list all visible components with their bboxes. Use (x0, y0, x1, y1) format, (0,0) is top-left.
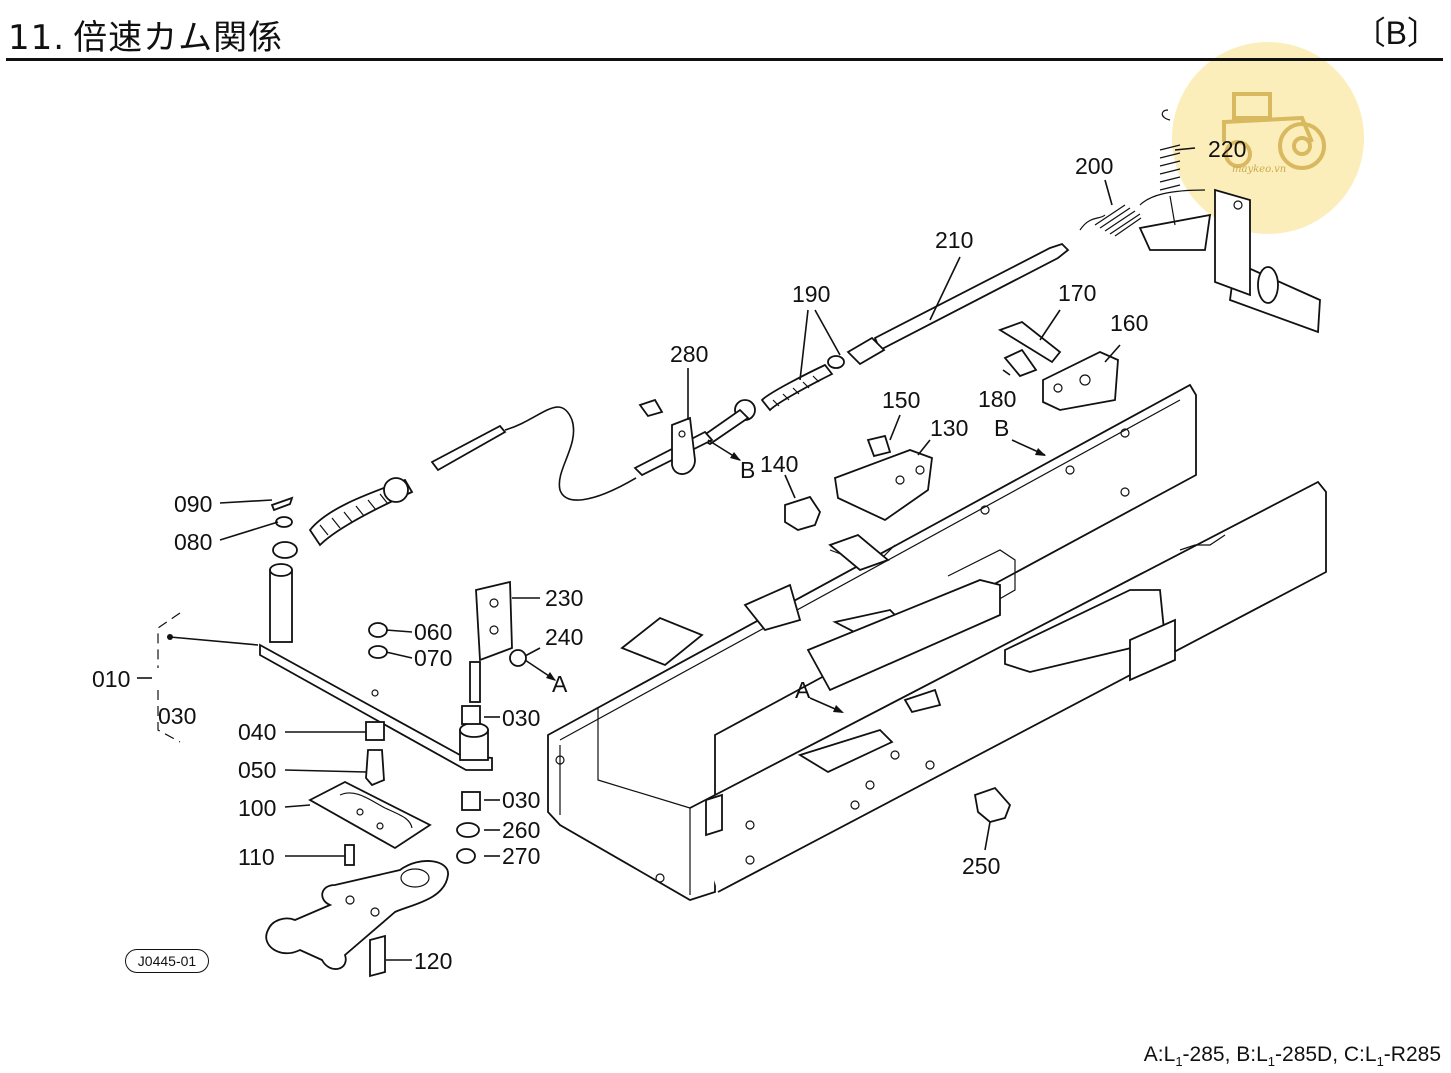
footer-a-prefix: A:L (1143, 1042, 1176, 1066)
lever-pivot-dot (167, 634, 173, 640)
cam-shaft (1138, 188, 1321, 334)
watermark-text: maykeo.vn (1232, 164, 1287, 175)
small-parts (344, 622, 481, 978)
callout-030-upper: 030 (502, 705, 540, 731)
direction-arrows (524, 439, 1046, 713)
footer-c-prefix: C:L (1338, 1042, 1377, 1066)
callout-060: 060 (414, 619, 452, 645)
spring-200 (1079, 189, 1206, 237)
page-title: 11.倍速カム関係 (8, 10, 283, 59)
arm-assembly (265, 860, 449, 970)
header-rule (6, 58, 1443, 61)
section-code: 〔B〕 (1353, 15, 1439, 51)
callout-110: 110 (238, 844, 275, 870)
footer-c-model: -R285 (1383, 1042, 1441, 1066)
footer-b-prefix: B:L (1230, 1042, 1268, 1066)
callout-240: 240 (545, 624, 583, 650)
ref-a-frame: A (795, 677, 811, 703)
clip-140 (784, 495, 822, 531)
callout-210: 210 (935, 227, 973, 253)
callout-250: 250 (962, 853, 1000, 879)
model-applicability-footer: A:L1-285, B:L1-285D, C:L1-R285 (1144, 1043, 1441, 1069)
page-header: 11.倍速カム関係 〔B〕 (0, 0, 1451, 62)
ref-a-lever: A (552, 671, 568, 697)
callout-090: 090 (174, 491, 212, 517)
callout-labels: 090 080 010 030 040 050 100 110 120 060 … (92, 136, 1246, 974)
callout-050: 050 (238, 757, 276, 783)
callout-100: 100 (238, 795, 276, 821)
control-cable (504, 406, 637, 501)
callout-160: 160 (1110, 310, 1148, 336)
callout-150: 150 (882, 387, 920, 413)
watermark-logo: maykeo.vn (1172, 42, 1364, 234)
callout-220: 220 (1208, 136, 1246, 162)
spring-220 (1159, 109, 1181, 226)
callout-080: 080 (174, 529, 212, 555)
footer-a-sub: 1 (1175, 1054, 1183, 1069)
rod-210 (846, 242, 1070, 366)
callout-190: 190 (792, 281, 830, 307)
footer-c-sub: 1 (1376, 1054, 1384, 1069)
callout-280: 280 (670, 341, 708, 367)
footer-b-model: -285D, (1275, 1042, 1339, 1066)
callout-010: 010 (92, 666, 130, 692)
section-number: 11. (8, 18, 66, 58)
callout-040: 040 (238, 719, 276, 745)
bracket-130 (834, 434, 933, 522)
section-title: 倍速カム関係 (73, 18, 284, 58)
callout-130: 130 (930, 415, 968, 441)
callout-180: 180 (978, 386, 1016, 412)
lever-010 (259, 563, 493, 771)
drawing-id-badge: J0445-01 (125, 949, 209, 973)
callout-260: 260 (502, 817, 540, 843)
bracket-160 (997, 320, 1119, 411)
callout-030-lower: 030 (502, 787, 540, 813)
ref-b-clamp: B (740, 457, 755, 483)
assembly-bracket (157, 612, 181, 743)
callout-230: 230 (545, 585, 583, 611)
callout-070: 070 (414, 645, 452, 671)
leader-lines (137, 147, 1196, 961)
cam-plate-100 (308, 780, 432, 850)
callout-170: 170 (1058, 280, 1096, 306)
bolt-250 (973, 786, 1012, 823)
frame-assembly (547, 383, 1327, 901)
callout-200: 200 (1075, 153, 1113, 179)
callout-140: 140 (760, 451, 798, 477)
bracket-230 (469, 580, 527, 703)
clamp-280 (638, 398, 696, 475)
footer-b-sub: 1 (1267, 1054, 1276, 1069)
ref-b-frame: B (994, 415, 1009, 441)
callout-030-bracket: 030 (158, 703, 196, 729)
tractor-icon (1222, 92, 1326, 170)
callout-120: 120 (414, 948, 452, 974)
footer-a-model: -285, (1182, 1042, 1231, 1066)
callout-270: 270 (502, 843, 540, 869)
cable-lower-end (270, 424, 507, 559)
